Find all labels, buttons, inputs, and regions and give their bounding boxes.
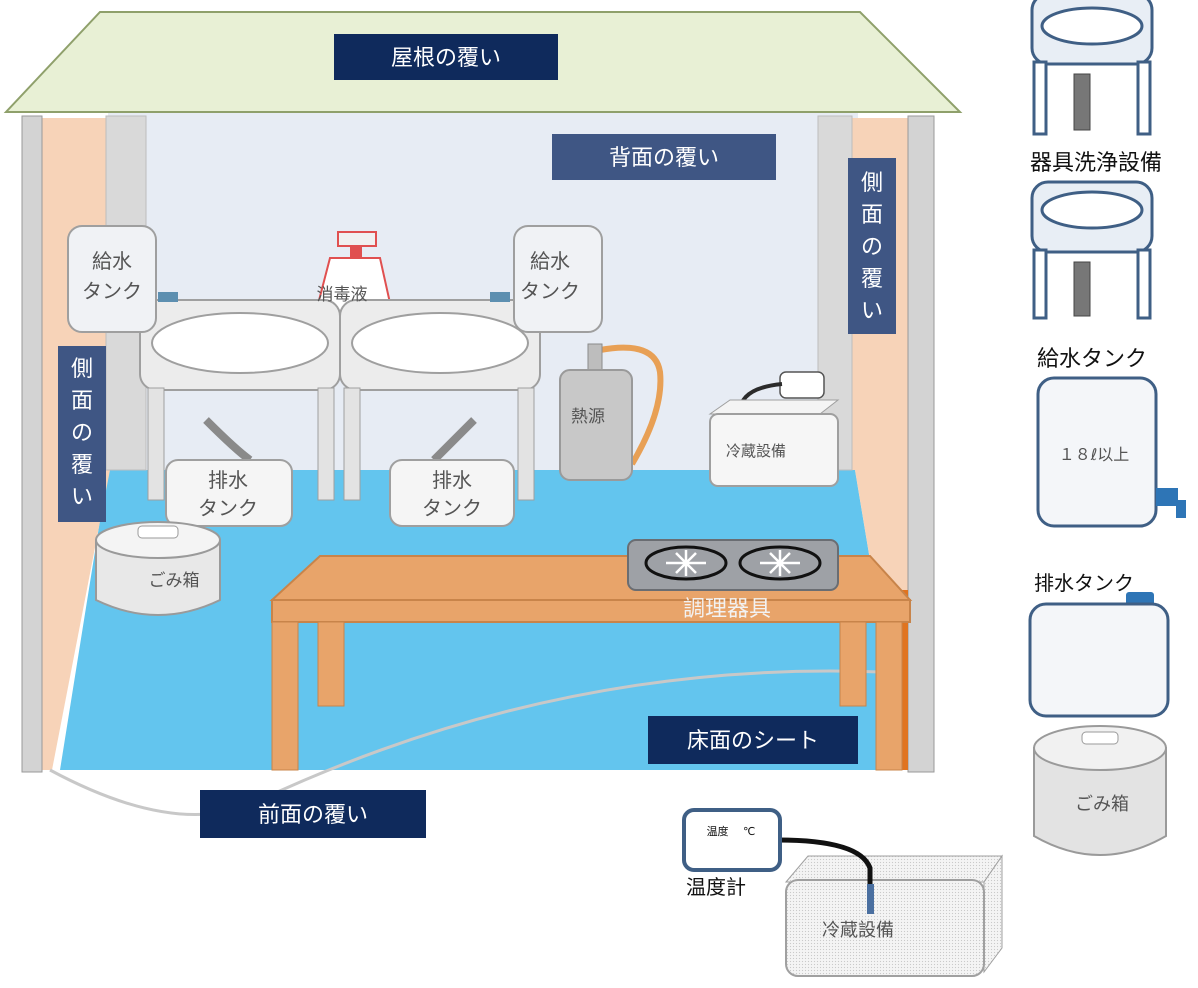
fridge-small-label: 冷蔵設備: [726, 442, 786, 460]
drain-tank-left-line2: タンク: [198, 496, 258, 520]
legend-water-tank-label: 給水タンク: [1037, 347, 1147, 372]
legend-water-tank-capacity: １８ℓ以上: [1059, 445, 1130, 464]
floor-sheet-label-box: [648, 716, 858, 764]
fridge-large: [784, 854, 1003, 977]
side-cover-left-char-3: の: [71, 421, 93, 446]
drain-tank-right: [389, 459, 515, 527]
disinfectant-label: 消毒液: [317, 285, 368, 305]
legend-washing-equipment-2: [1030, 180, 1154, 320]
drain-tank-right-line2: タンク: [422, 496, 482, 520]
legend-washing-equipment-1: [1030, 0, 1154, 136]
heat-source-label: 熱源: [571, 407, 605, 427]
water-tank-left-line1: 給水: [92, 249, 132, 273]
drain-tank-right-line1: 排水: [432, 468, 472, 492]
legend-drain-tank-label: 排水タンク: [1034, 571, 1134, 595]
water-tank-right-line2: タンク: [520, 279, 580, 303]
side-cover-left-char-4: 覆: [71, 453, 93, 478]
water-tank-right: [513, 225, 603, 333]
legend-drain-tank: [1028, 592, 1170, 718]
front-right-post: [907, 115, 935, 773]
drain-tank-left: [165, 459, 293, 527]
legend-washing-label: 器具洗浄設備: [1030, 151, 1162, 176]
back-cover-label-box: [552, 134, 776, 180]
water-tank-right-line1: 給水: [530, 249, 570, 273]
thermometer-probe: [867, 884, 874, 914]
side-cover-right-char-2: 面: [861, 203, 883, 228]
side-cover-left-char-1: 側: [71, 357, 93, 382]
legend-trash-can: [1033, 725, 1167, 856]
side-cover-right-char-4: 覆: [861, 267, 883, 292]
front-left-post: [21, 115, 43, 773]
side-cover-right-char-1: 側: [861, 171, 883, 196]
back-cover-label: 背面の覆い: [609, 146, 719, 171]
water-tank-left-line2: タンク: [82, 279, 142, 303]
thermometer-display-box: [682, 808, 782, 872]
side-cover-left-label-box: [58, 346, 106, 522]
front-cover-label: 前面の覆い: [258, 803, 368, 828]
side-cover-right-label-box: [848, 158, 896, 334]
faucet-left: [158, 292, 178, 302]
drain-tank-left-line1: 排水: [208, 468, 248, 492]
sink-right: [339, 299, 541, 501]
water-tank-left: [67, 225, 157, 333]
side-cover-left-char-5: い: [71, 485, 93, 510]
legend-water-tank: [1036, 376, 1186, 528]
front-cover-label-box: [200, 790, 426, 838]
heat-source: [559, 343, 664, 481]
trash-can-small: [95, 521, 221, 616]
fridge-large-label: 冷蔵設備: [822, 920, 894, 941]
roof-cover-label-box: [334, 34, 558, 80]
faucet-right: [490, 292, 510, 302]
side-cover-left-char-2: 面: [71, 389, 93, 414]
roof-cover-label: 屋根の覆い: [391, 46, 501, 71]
fridge-small: [708, 371, 840, 487]
cooker: [627, 539, 839, 591]
side-cover-right-char-3: の: [861, 235, 883, 260]
cooker-label: 調理器具: [683, 597, 771, 622]
thermometer-caption: 温度計: [686, 875, 746, 899]
floor-sheet-label: 床面のシート: [687, 729, 819, 754]
front-cover-curve: [49, 669, 881, 817]
side-cover-right-char-5: い: [861, 299, 883, 324]
trash-small-label: ごみ箱: [149, 571, 200, 591]
legend-trash-label: ごみ箱: [1075, 794, 1129, 815]
sink-left: [139, 299, 341, 501]
thermometer-cable: [777, 837, 873, 886]
thermometer-display-text: 温度 ℃: [707, 824, 756, 838]
